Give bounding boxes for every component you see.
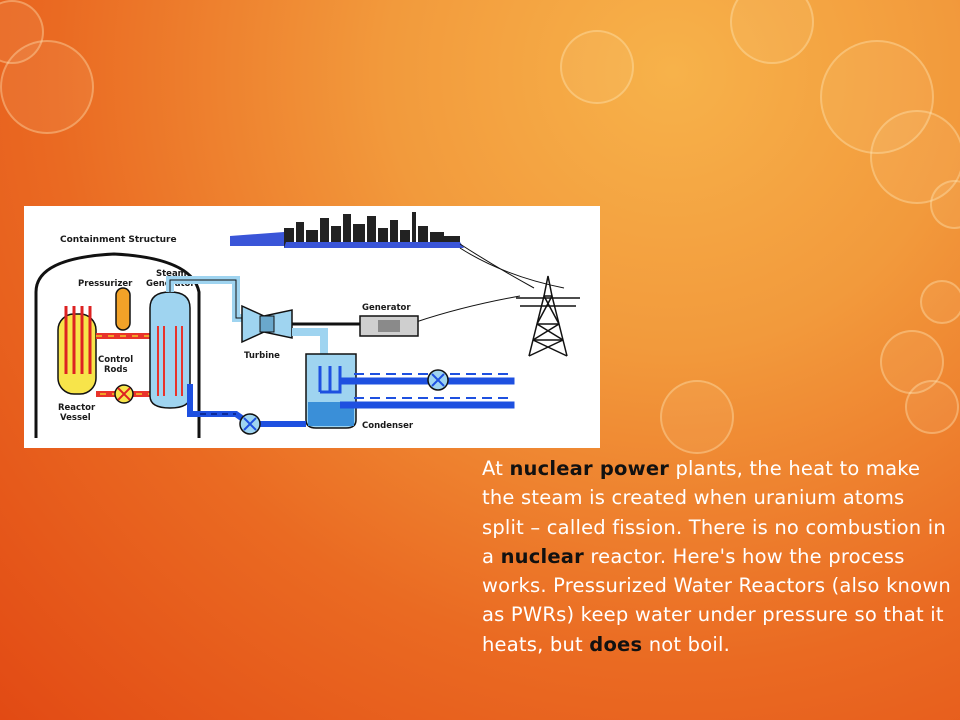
bokeh-circle bbox=[660, 380, 734, 454]
pressurizer-label: Pressurizer bbox=[78, 279, 133, 289]
text-bold-nuclear: nuclear bbox=[500, 544, 584, 568]
containment-label: Containment Structure bbox=[60, 235, 177, 245]
bokeh-circle bbox=[730, 0, 814, 64]
text-segment: plants, the heat to make the steam is cr… bbox=[482, 457, 946, 568]
transmission-tower-icon bbox=[516, 275, 580, 357]
generator-label: Generator bbox=[362, 303, 411, 313]
text-segment: reactor. Here's how the process works. P… bbox=[482, 544, 951, 656]
control-rods-label-2: Rods bbox=[104, 365, 128, 375]
text-segment: not boil. bbox=[642, 632, 730, 656]
reactor-vessel-label-1: Reactor bbox=[58, 403, 96, 413]
description-paragraph: At nuclear power plants, the heat to mak… bbox=[482, 454, 952, 659]
control-rods-label-1: Control bbox=[98, 355, 133, 365]
bokeh-circle bbox=[560, 30, 634, 104]
condenser-label: Condenser bbox=[362, 421, 414, 431]
text-bold-nuclear-power: nuclear power bbox=[509, 457, 670, 480]
bokeh-circle bbox=[920, 280, 960, 324]
steam-generator-label-1: Steam bbox=[156, 269, 187, 279]
pressurizer bbox=[115, 287, 131, 331]
city-skyline-icon bbox=[230, 212, 464, 248]
steam-generator bbox=[149, 291, 191, 409]
text-bold-does: does bbox=[589, 632, 643, 656]
reactor-vessel-label-2: Vessel bbox=[60, 413, 91, 423]
text-segment: At bbox=[482, 457, 510, 480]
bokeh-circle bbox=[905, 380, 959, 434]
turbine-label: Turbine bbox=[244, 351, 280, 361]
cooling-water-loop bbox=[318, 366, 342, 394]
pwr-diagram: Containment Structure Pressurizer bbox=[24, 206, 600, 448]
